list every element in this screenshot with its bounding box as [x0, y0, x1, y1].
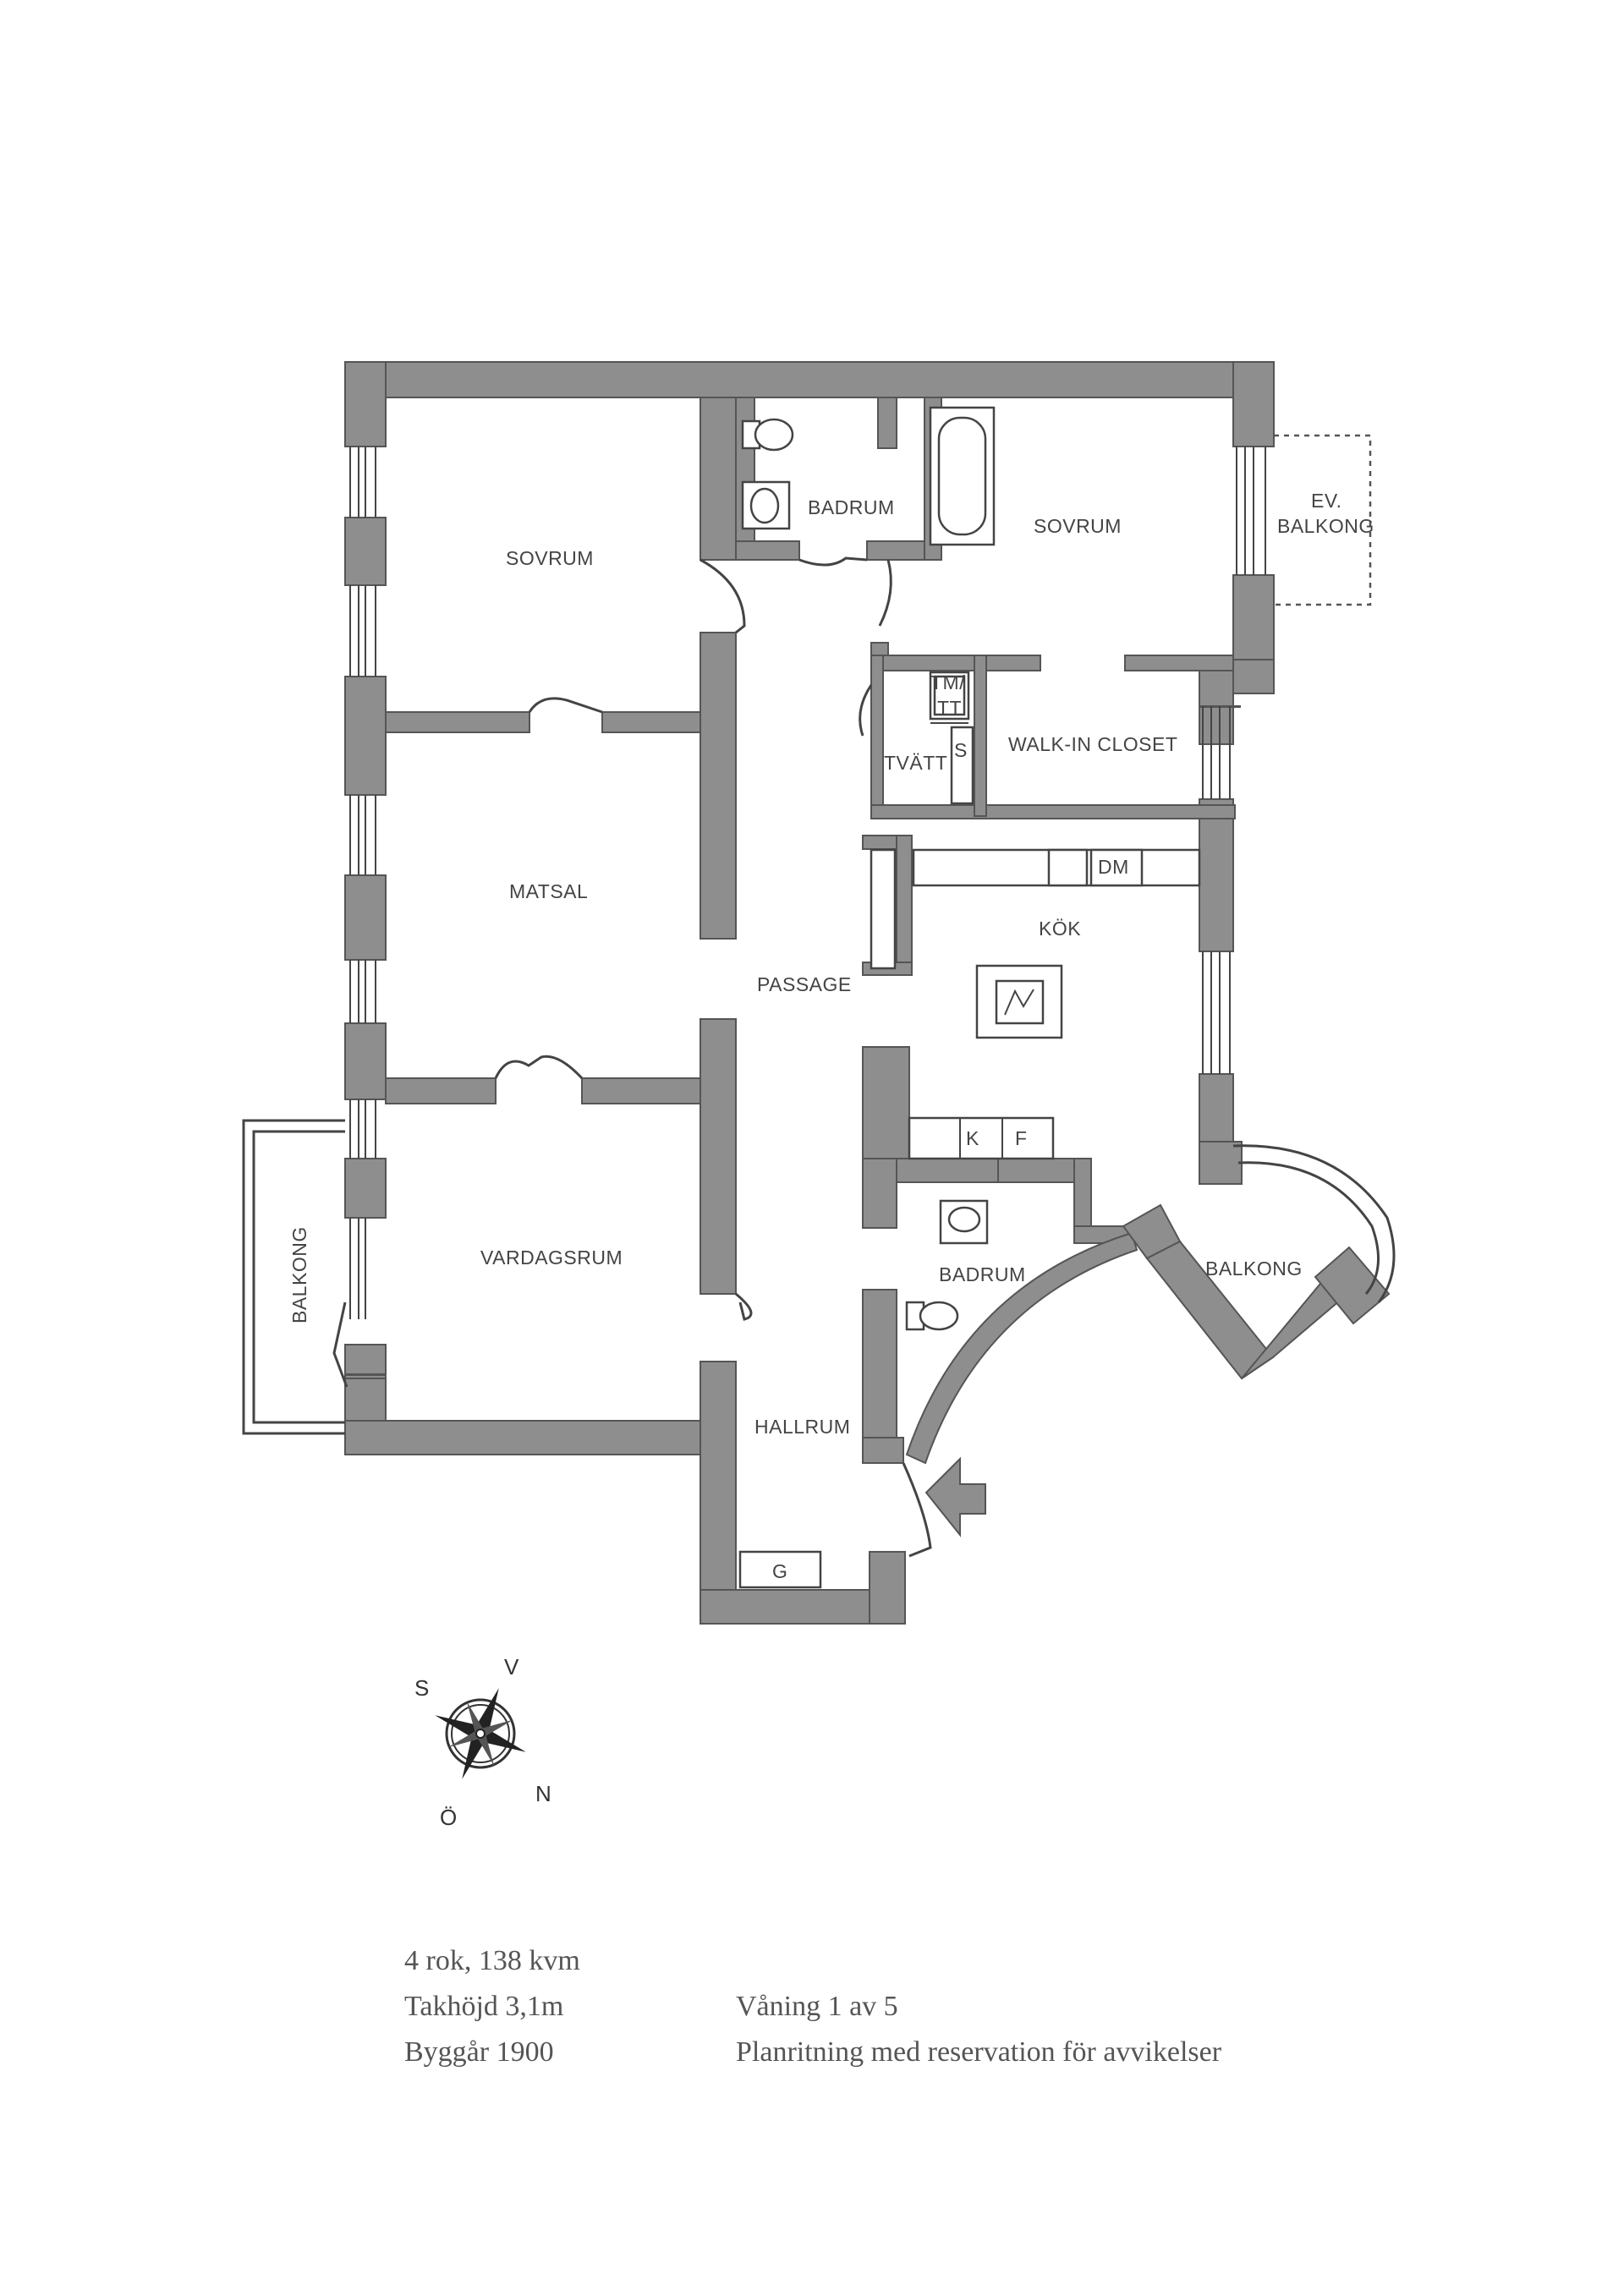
label-sovrum-right: SOVRUM	[1034, 515, 1122, 537]
label-g: G	[772, 1560, 787, 1582]
info-ceiling: Takhöjd 3,1m	[404, 1991, 564, 2022]
label-badrum-top: BADRUM	[808, 496, 895, 518]
fixtures	[738, 406, 1201, 1589]
label-passage: PASSAGE	[757, 973, 852, 995]
label-dm: DM	[1098, 856, 1129, 878]
label-matsal: MATSAL	[509, 880, 588, 902]
doors	[494, 556, 932, 1558]
outer-walls	[344, 361, 1275, 1625]
label-s: S	[954, 739, 968, 761]
label-k: K	[966, 1127, 979, 1149]
compass-rose: S V N Ö	[414, 1654, 551, 1830]
label-f: F	[1015, 1127, 1028, 1149]
label-vardagsrum: VARDAGSRUM	[480, 1247, 623, 1269]
compass-o: Ö	[440, 1805, 457, 1830]
balcony-right-walls	[1122, 1144, 1396, 1380]
label-ev-balkong-2: BALKONG	[1277, 515, 1374, 537]
label-balkong-left: BALKONG	[288, 1226, 310, 1323]
label-hallrum: HALLRUM	[754, 1416, 850, 1438]
label-tvatt: TVÄTT	[884, 752, 947, 774]
info-floor: Våning 1 av 5	[736, 1991, 898, 2022]
entrance-arrow	[924, 1456, 986, 1537]
label-kok: KÖK	[1039, 918, 1081, 940]
info-disclaimer: Planritning med reservation för avvikels…	[736, 2036, 1222, 2068]
label-balkong-right: BALKONG	[1205, 1258, 1303, 1280]
windows-left	[349, 447, 376, 1319]
compass-n: N	[535, 1781, 551, 1806]
info-year: Byggår 1900	[404, 2036, 554, 2068]
info-rooms-area: 4 rok, 138 kvm	[404, 1945, 580, 1976]
windows-right	[1202, 447, 1266, 1074]
balcony-left	[242, 1119, 348, 1435]
interior-walls	[385, 397, 1236, 1464]
label-tm: TM/	[930, 671, 965, 693]
label-tt: TT	[937, 697, 962, 719]
label-ev-balkong-1: EV.	[1311, 490, 1341, 512]
label-walk-in-closet: WALK-IN CLOSET	[1008, 733, 1177, 755]
label-sovrum-left: SOVRUM	[506, 547, 594, 569]
compass-v: V	[504, 1654, 519, 1680]
compass-s: S	[414, 1675, 429, 1701]
label-badrum-bottom: BADRUM	[939, 1263, 1026, 1285]
room-labels: SOVRUM BADRUM SOVRUM EV. BALKONG TM/ TT …	[288, 490, 1374, 1582]
